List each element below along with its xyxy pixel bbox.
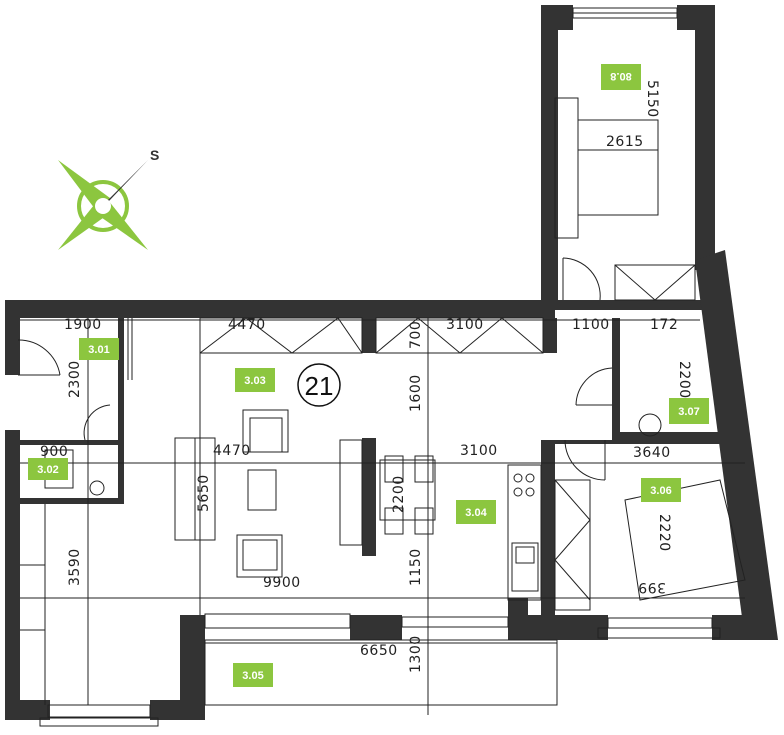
dim-172: 172 — [650, 317, 678, 333]
dim-2200-mid: 2200 — [391, 475, 407, 513]
compass-arrow-green — [58, 160, 110, 213]
svg-text:3.01: 3.01 — [88, 344, 109, 356]
svg-text:3.07: 3.07 — [678, 406, 699, 418]
dim-1900-top: 1900 — [64, 317, 102, 333]
dim-399: 399 — [638, 579, 666, 595]
compass-ring — [77, 180, 129, 232]
svg-text:80.8: 80.8 — [610, 70, 631, 82]
walls — [5, 5, 778, 720]
dim-4470-top: 4470 — [228, 317, 266, 333]
room-label-3-05: 3.05 — [233, 663, 273, 687]
svg-text:3.04: 3.04 — [465, 507, 487, 519]
dim-2300: 2300 — [67, 360, 83, 398]
compass-center — [95, 198, 111, 214]
dim-3100-kitchen: 3100 — [460, 443, 498, 459]
room-label-3-08: 80.8 — [601, 64, 641, 90]
svg-text:3.03: 3.03 — [244, 375, 265, 387]
dim-1100: 1100 — [572, 317, 610, 333]
svg-text:3.06: 3.06 — [650, 485, 671, 497]
dim-3590: 3590 — [67, 548, 83, 586]
room-label-3-02: 3.02 — [28, 458, 68, 480]
dim-6650: 6650 — [360, 643, 398, 659]
dim-2615: 2615 — [606, 134, 644, 150]
room-label-3-04: 3.04 — [456, 500, 496, 524]
dim-5650: 5650 — [196, 474, 212, 512]
dim-3640: 3640 — [633, 445, 671, 461]
room-label-3-07: 3.07 — [669, 398, 709, 424]
dim-1600: 1600 — [408, 374, 424, 412]
apartment-number: 21 — [305, 371, 334, 401]
apartment-number-circle — [297, 363, 341, 407]
svg-text:3.02: 3.02 — [37, 464, 58, 476]
dim-5150: 5150 — [644, 80, 660, 118]
room-label-3-01: 3.01 — [79, 338, 119, 360]
svg-text:3.05: 3.05 — [242, 670, 263, 682]
room-labels: 3.01 3.02 3.03 3.04 3.05 3.06 3.07 80.8 — [28, 64, 709, 687]
dim-900: 900 — [40, 444, 68, 460]
compass-arrow-north — [96, 160, 148, 212]
dim-3100-top: 3100 — [446, 317, 484, 333]
furniture-and-lines — [17, 7, 746, 727]
dim-1150: 1150 — [408, 548, 424, 586]
compass: S — [58, 147, 159, 250]
dim-4470-mid: 4470 — [213, 443, 251, 459]
dimension-labels: 1900 2300 900 4470 3100 700 1100 172 220… — [40, 80, 692, 673]
dim-2200-right: 2200 — [676, 361, 692, 399]
dim-700: 700 — [408, 321, 424, 349]
room-label-3-03: 3.03 — [235, 368, 275, 392]
compass-letter: S — [150, 147, 159, 163]
dim-1300: 1300 — [408, 635, 424, 673]
dim-2220: 2220 — [656, 514, 672, 552]
room-label-3-06: 3.06 — [641, 478, 681, 502]
dim-9900: 9900 — [263, 575, 301, 591]
